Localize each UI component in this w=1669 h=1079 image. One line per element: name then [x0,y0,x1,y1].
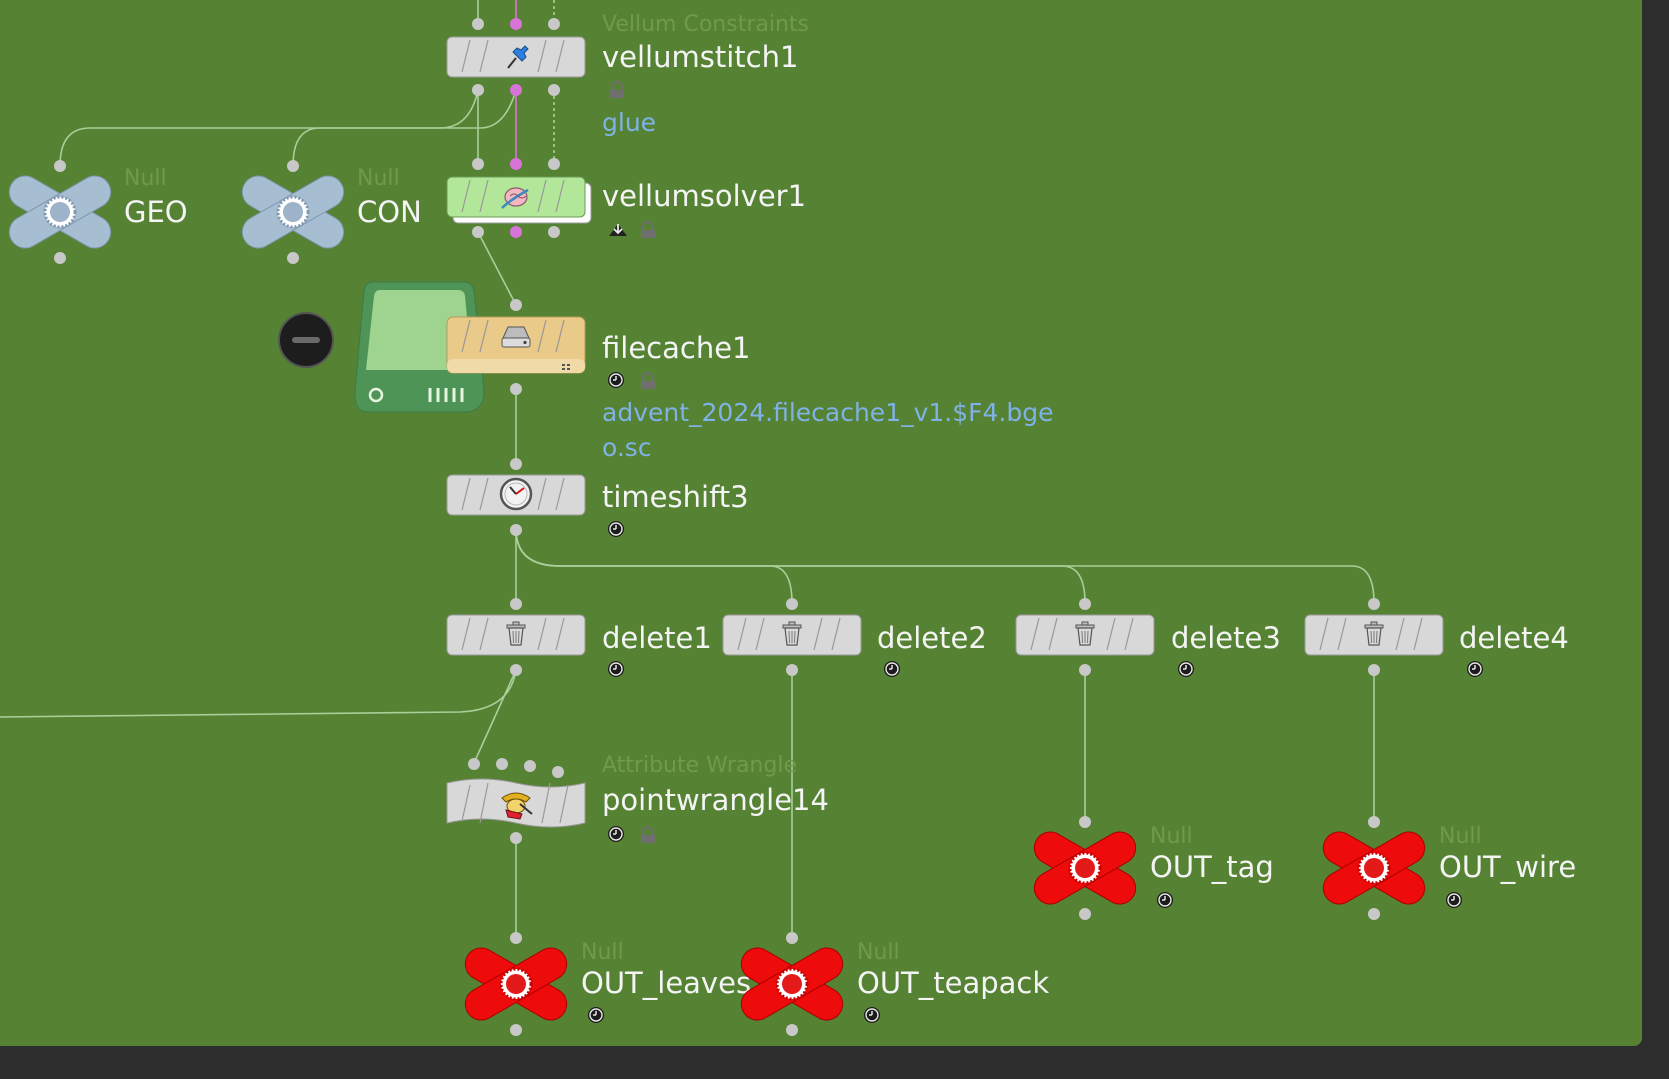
node-timeshift3[interactable] [446,458,586,536]
con-node-body [241,160,345,264]
vellumstitch1-type: Vellum Constraints [602,12,809,37]
time-dependent-flag-icon [607,371,625,389]
vellumsolver1-name[interactable]: vellumsolver1 [602,179,807,213]
node-out-teapack[interactable] [740,932,846,1036]
lock-flag-icon[interactable] [638,825,656,844]
out-leaves-node-body [464,932,568,1036]
out-wire-name[interactable]: OUT_wire [1439,850,1577,884]
pointwrangle14-name[interactable]: pointwrangle14 [602,783,829,817]
node-vellumstitch1[interactable] [446,18,586,96]
time-dependent-flag-icon [1466,660,1484,678]
time-dependent-flag-icon [1445,891,1463,909]
trash-can-icon [1364,621,1384,646]
lock-flag-icon[interactable] [638,371,656,390]
bypass-toggle[interactable] [276,310,336,370]
delete1-name[interactable]: delete1 [602,621,712,655]
filecache-drive-badge [352,280,488,414]
pushpin-icon [507,45,529,69]
node-delete1[interactable] [446,598,586,676]
vellum-solver-icon [501,187,529,209]
out-wire-node-body [1322,816,1426,920]
display-flag-icon[interactable] [607,220,627,238]
out-tag-node-body [1033,816,1137,920]
node-vellumsolver1[interactable] [446,158,596,238]
vellumstitch1-name[interactable]: vellumstitch1 [602,40,799,74]
time-dependent-flag-icon [587,1006,605,1024]
time-dependent-flag-icon [863,1006,881,1024]
pointwrangle14-node-body [446,758,586,844]
out-tag-type: Null [1150,824,1193,849]
clock-icon [499,477,533,511]
pointwrangle14-type: Attribute Wrangle [602,753,797,778]
vellumstitch1-param: glue [602,108,657,137]
node-null-con[interactable] [241,160,345,264]
hard-drive-icon [354,281,485,413]
lock-flag-icon[interactable] [607,80,625,99]
wrangler-icon [501,792,533,820]
con-name[interactable]: CON [357,195,422,229]
node-out-tag[interactable] [1033,816,1139,920]
time-dependent-flag-icon [1156,891,1174,909]
con-type: Null [357,166,400,191]
disk-icon [501,326,531,348]
out-wire-type: Null [1439,824,1482,849]
filecache1-name[interactable]: filecache1 [602,331,751,365]
geo-name[interactable]: GEO [124,195,188,229]
time-dependent-flag-icon [1177,660,1195,678]
out-tag-name[interactable]: OUT_tag [1150,850,1274,884]
network-editor[interactable]: Vellum Constraints vellumstitch1 glue Nu… [0,0,1642,1046]
out-teapack-name[interactable]: OUT_teapack [857,966,1050,1000]
trash-can-icon [506,621,526,646]
node-out-leaves[interactable] [464,932,570,1036]
geo-type: Null [124,166,167,191]
time-dependent-flag-icon [883,660,901,678]
filecache1-path-line1: advent_2024.filecache1_v1.$F4.bge [602,398,1054,427]
node-null-geo[interactable] [8,160,112,264]
out-teapack-node-body [740,932,844,1036]
node-delete3[interactable] [1015,598,1155,676]
trash-can-icon [1075,621,1095,646]
trash-can-icon [782,621,802,646]
node-delete2[interactable] [722,598,862,676]
node-out-wire[interactable] [1322,816,1428,920]
node-pointwrangle14[interactable] [446,757,586,845]
network-wires [0,0,1375,938]
geo-node-body [8,160,112,264]
node-filecache1[interactable] [446,296,586,395]
node-delete4[interactable] [1304,598,1444,676]
filecache1-path-line2: o.sc [602,433,652,462]
delete4-name[interactable]: delete4 [1459,621,1569,655]
delete3-name[interactable]: delete3 [1171,621,1281,655]
time-dependent-flag-icon [607,825,625,843]
timeshift3-name[interactable]: timeshift3 [602,480,749,514]
out-leaves-type: Null [581,940,624,965]
out-teapack-type: Null [857,940,900,965]
delete2-name[interactable]: delete2 [877,621,987,655]
out-leaves-name[interactable]: OUT_leaves [581,966,752,1000]
time-dependent-flag-icon [607,520,625,538]
lock-flag-icon[interactable] [638,220,656,239]
minus-circle-icon [278,312,334,368]
time-dependent-flag-icon [607,660,625,678]
vellumstitch1-node-body [446,18,586,96]
